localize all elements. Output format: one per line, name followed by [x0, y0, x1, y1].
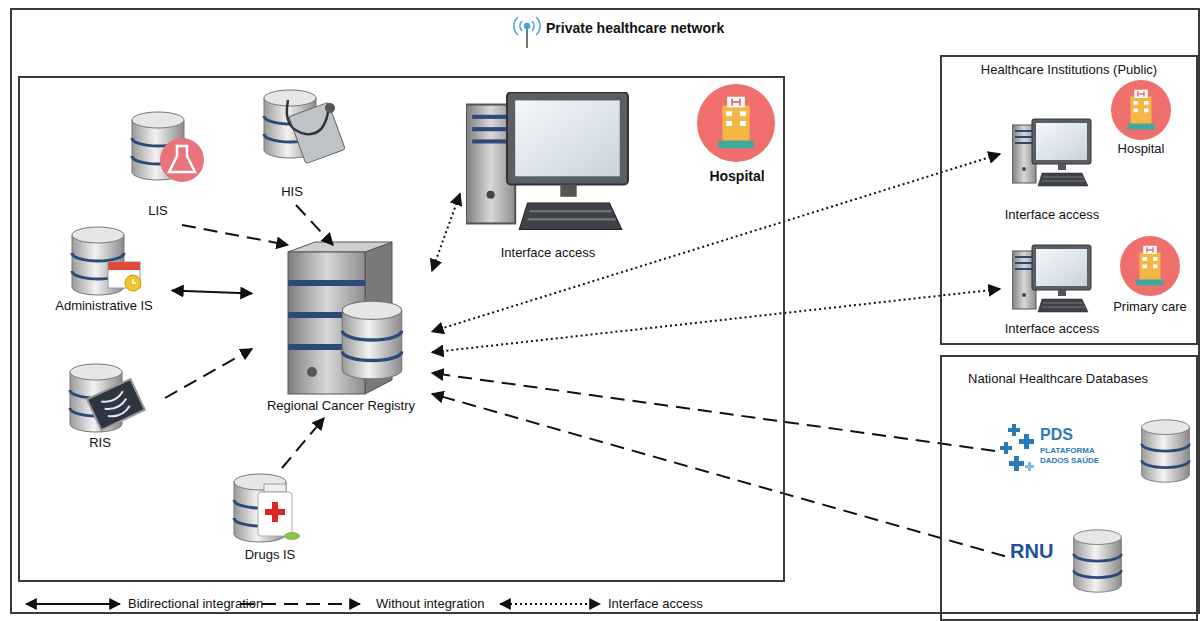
system-node: Administrative IS — [38, 222, 172, 320]
bottle-icon — [258, 484, 300, 540]
database-node: PDS PLATAFORMA DADOS SAÚDE — [995, 415, 1195, 487]
database-icon — [1142, 420, 1190, 482]
database-icon — [342, 301, 401, 379]
legend-label: Without integration — [376, 596, 484, 611]
xray-icon — [87, 379, 145, 430]
data-arrow — [165, 349, 252, 398]
node-label: RNU — [1010, 540, 1053, 563]
legend-label: Interface access — [608, 596, 703, 611]
node-label: Interface access — [1005, 322, 1100, 337]
calendar-icon — [108, 262, 141, 291]
integration-arrow — [172, 291, 252, 294]
interface-arrow — [432, 154, 1000, 332]
node-label: Healthcare Institutions (Public) — [981, 63, 1157, 78]
node-label: HIS — [281, 185, 303, 200]
node-label: Interface access — [501, 246, 596, 261]
node-label: RIS — [89, 436, 111, 451]
data-arrow — [296, 205, 333, 245]
node-label: Hospital — [709, 168, 764, 184]
network-region: Private healthcare networkHospitalLIS HIS… — [10, 8, 1200, 614]
legend-samples — [26, 603, 600, 605]
node-label: National Healthcare Databases — [968, 372, 1148, 387]
stethoscope-icon — [287, 100, 345, 164]
database-node: RNU — [1005, 525, 1133, 603]
node-label: Administrative IS — [55, 299, 153, 314]
data-arrow — [432, 373, 995, 451]
hospital-icon — [1111, 80, 1171, 140]
legend-label: Bidirectional integration — [128, 596, 263, 611]
system-node: Drugs IS — [222, 468, 322, 568]
hospital-icon — [1120, 236, 1180, 296]
data-arrow — [432, 394, 1005, 556]
computer-icon — [1012, 245, 1091, 312]
node-label: PDS — [1040, 426, 1073, 444]
node-label: Regional Cancer Registry — [267, 399, 415, 414]
interface-node: Primary careInterface access — [1000, 235, 1196, 343]
hospital-region: HospitalLIS HIS Administrative IS RIS Drugs … — [18, 76, 785, 582]
node-label: Drugs IS — [245, 548, 296, 563]
interface-arrow — [432, 194, 460, 271]
pds-logo — [1000, 424, 1034, 471]
database-icon — [1074, 530, 1122, 592]
hospital-icon — [697, 84, 775, 162]
node-label: Primary care — [1113, 300, 1187, 315]
computer-icon — [1012, 119, 1091, 186]
node-label: Interface access — [1005, 208, 1100, 223]
system-node: RIS — [55, 360, 165, 455]
node-label: Hospital — [1118, 142, 1165, 157]
system-node: HIS — [250, 84, 342, 205]
data-arrow — [182, 225, 288, 245]
registry-node: Regional Cancer Registry — [252, 245, 432, 418]
node-label: PLATAFORMA DADOS SAÚDE — [1040, 446, 1104, 465]
interface-node: Interface access — [460, 88, 636, 264]
national-region: National Healthcare DatabasesPDS PLATAFOR… — [940, 355, 1198, 621]
interface-arrow — [432, 289, 1000, 352]
data-arrow — [282, 418, 324, 468]
flask-icon — [160, 138, 204, 182]
public-region: Healthcare Institutions (Public)Hospital… — [940, 55, 1198, 345]
node-label: LIS — [148, 204, 168, 219]
antenna-icon — [514, 17, 540, 48]
node-label: Private healthcare network — [546, 20, 724, 36]
system-node: LIS — [118, 106, 198, 225]
computer-icon — [466, 92, 628, 229]
interface-node: HospitalInterface access — [1000, 78, 1190, 230]
